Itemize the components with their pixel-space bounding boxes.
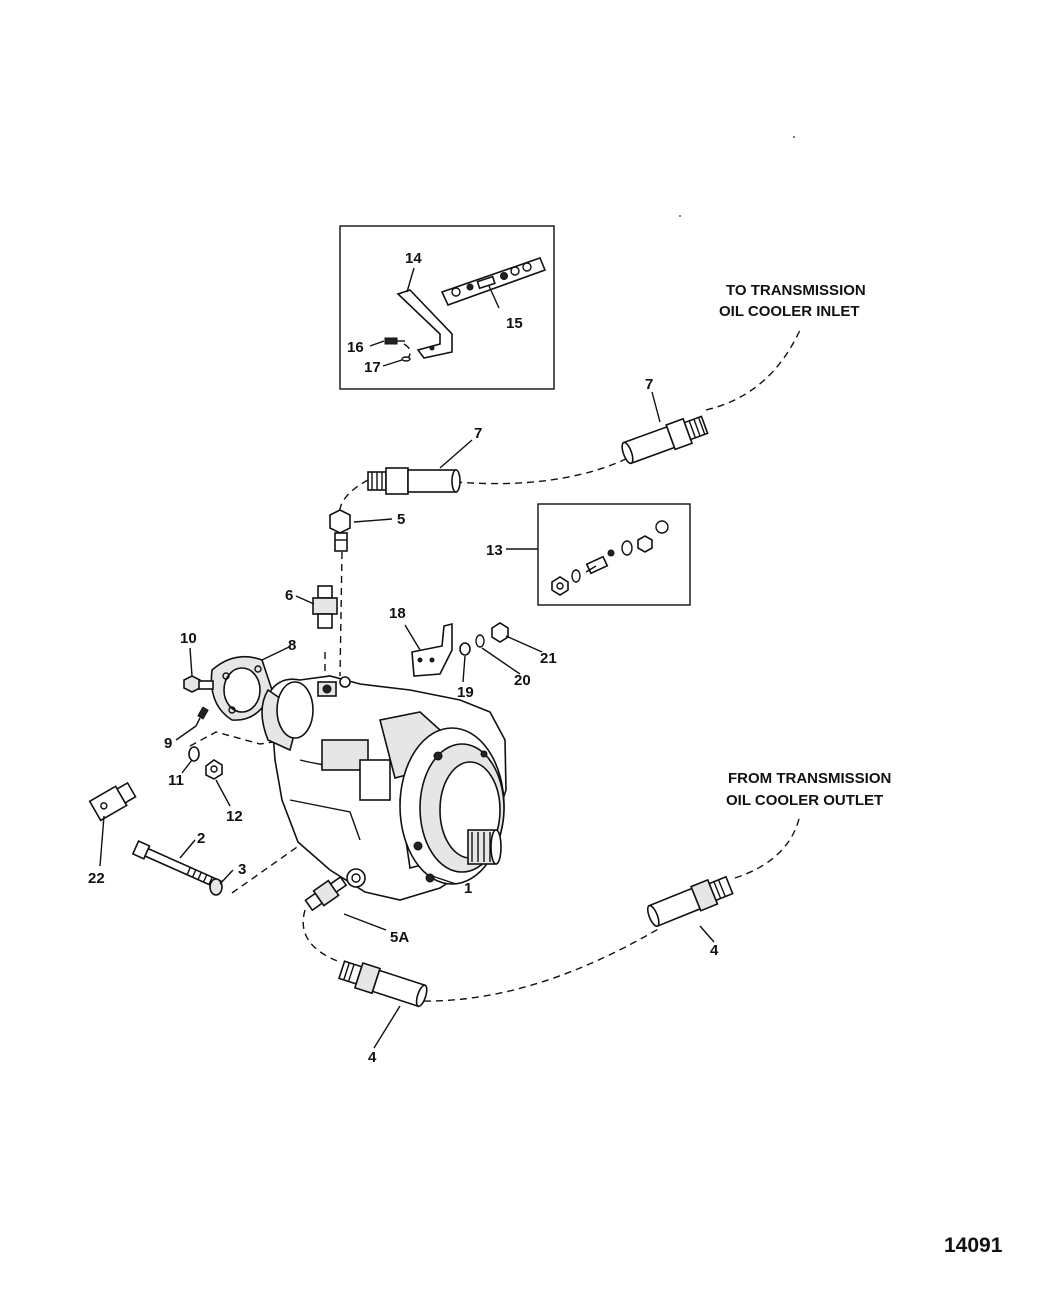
callout-22: 22 [88,870,105,887]
figure-number: 14091 [944,1234,1003,1257]
callout-20: 20 [514,672,531,689]
part-12-nut [205,759,223,780]
callout-leaders [99,391,715,1049]
callout-16: 16 [347,339,364,356]
part-2-bolt [131,840,223,890]
part-10-bolt [183,675,214,693]
part-7-fitting-right [621,415,709,465]
callout-7-right: 7 [645,376,653,393]
part-17-washer [401,356,411,362]
part-7-fitting-left [367,467,461,495]
inset-frame-upper [339,225,555,390]
part-3-washer [209,878,223,896]
part-4-fitting-right [646,875,734,928]
note-to-cooler-line2: OIL COOLER INLET [719,303,860,320]
callout-7-left: 7 [474,425,482,442]
part-20-lockwasher [475,634,485,648]
part-15-plate [440,256,547,307]
part-21-nut [491,622,509,643]
callout-10: 10 [180,630,197,647]
callout-5: 5 [397,511,405,528]
fastener-kit-inset [506,503,691,606]
callout-15: 15 [506,315,523,332]
part-5-fitting [329,509,351,552]
callout-17: 17 [364,359,381,376]
callout-14: 14 [405,250,422,267]
part-14-bracket [396,289,453,359]
callout-3: 3 [238,861,246,878]
note-from-cooler-line2: OIL COOLER OUTLET [726,792,883,809]
callout-13: 13 [486,542,503,559]
callout-21: 21 [540,650,557,667]
note-from-cooler-line1: FROM TRANSMISSION [728,770,891,787]
callout-6: 6 [285,587,293,604]
part-9-screw [195,706,209,727]
bracket-kit-inset [339,225,555,390]
callout-9: 9 [164,735,172,752]
part-5a-fitting [304,875,348,912]
callout-11: 11 [168,772,184,789]
callout-4-lower-left: 4 [368,1049,377,1066]
callout-8: 8 [288,637,296,654]
part-11-washer [188,746,200,762]
cooler-line-paths [189,329,801,1002]
part-6-fitting [312,585,338,629]
part-1-transmission-body [261,675,507,901]
callout-4-lower-right: 4 [710,942,719,959]
callout-18: 18 [389,605,406,622]
callout-5a: 5A [390,929,409,946]
callout-19: 19 [457,684,474,701]
part-16-screw [384,337,405,345]
callout-2: 2 [197,830,205,847]
callout-1: 1 [464,880,472,897]
part-22-fitting [88,781,137,822]
part-8-flange [210,655,273,721]
part-18-bracket [411,622,453,677]
inset-frame-lower [537,503,691,606]
callout-labels: 1 2 3 4 4 5 5A 6 7 7 8 9 10 11 12 13 14 … [88,250,719,1066]
part-4-fitting-left [337,960,428,1008]
part-19-washer [459,642,471,656]
callout-12: 12 [226,808,243,825]
note-to-cooler-line1: TO TRANSMISSION [726,282,866,299]
